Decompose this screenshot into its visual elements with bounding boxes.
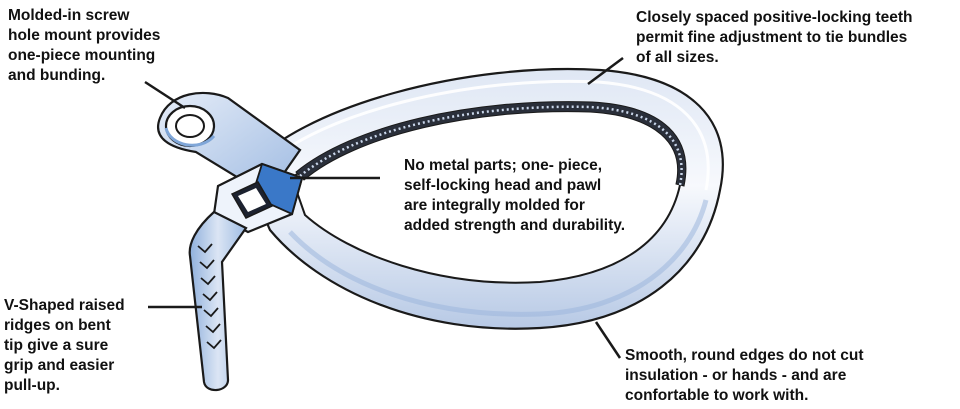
callout-edges: Smooth, round edges do not cut insulatio… (625, 347, 864, 404)
bent-tail (188, 210, 248, 392)
leader-teeth (587, 56, 624, 86)
leader-edges (594, 321, 622, 359)
strap-loop (243, 68, 724, 330)
v-ridges (197, 243, 222, 350)
callout-teeth: Closely spaced positive-locking teeth pe… (636, 9, 913, 66)
callout-ridges: V-Shaped raised ridges on bent tip give … (4, 297, 125, 394)
locking-head (212, 162, 304, 234)
callout-screw-mount: Molded-in screw hole mount provides one-… (8, 7, 161, 84)
leader-lines (144, 56, 624, 359)
callout-head-pawl: No metal parts; one- piece, self-locking… (404, 157, 626, 234)
leader-screw-mount (144, 80, 186, 110)
